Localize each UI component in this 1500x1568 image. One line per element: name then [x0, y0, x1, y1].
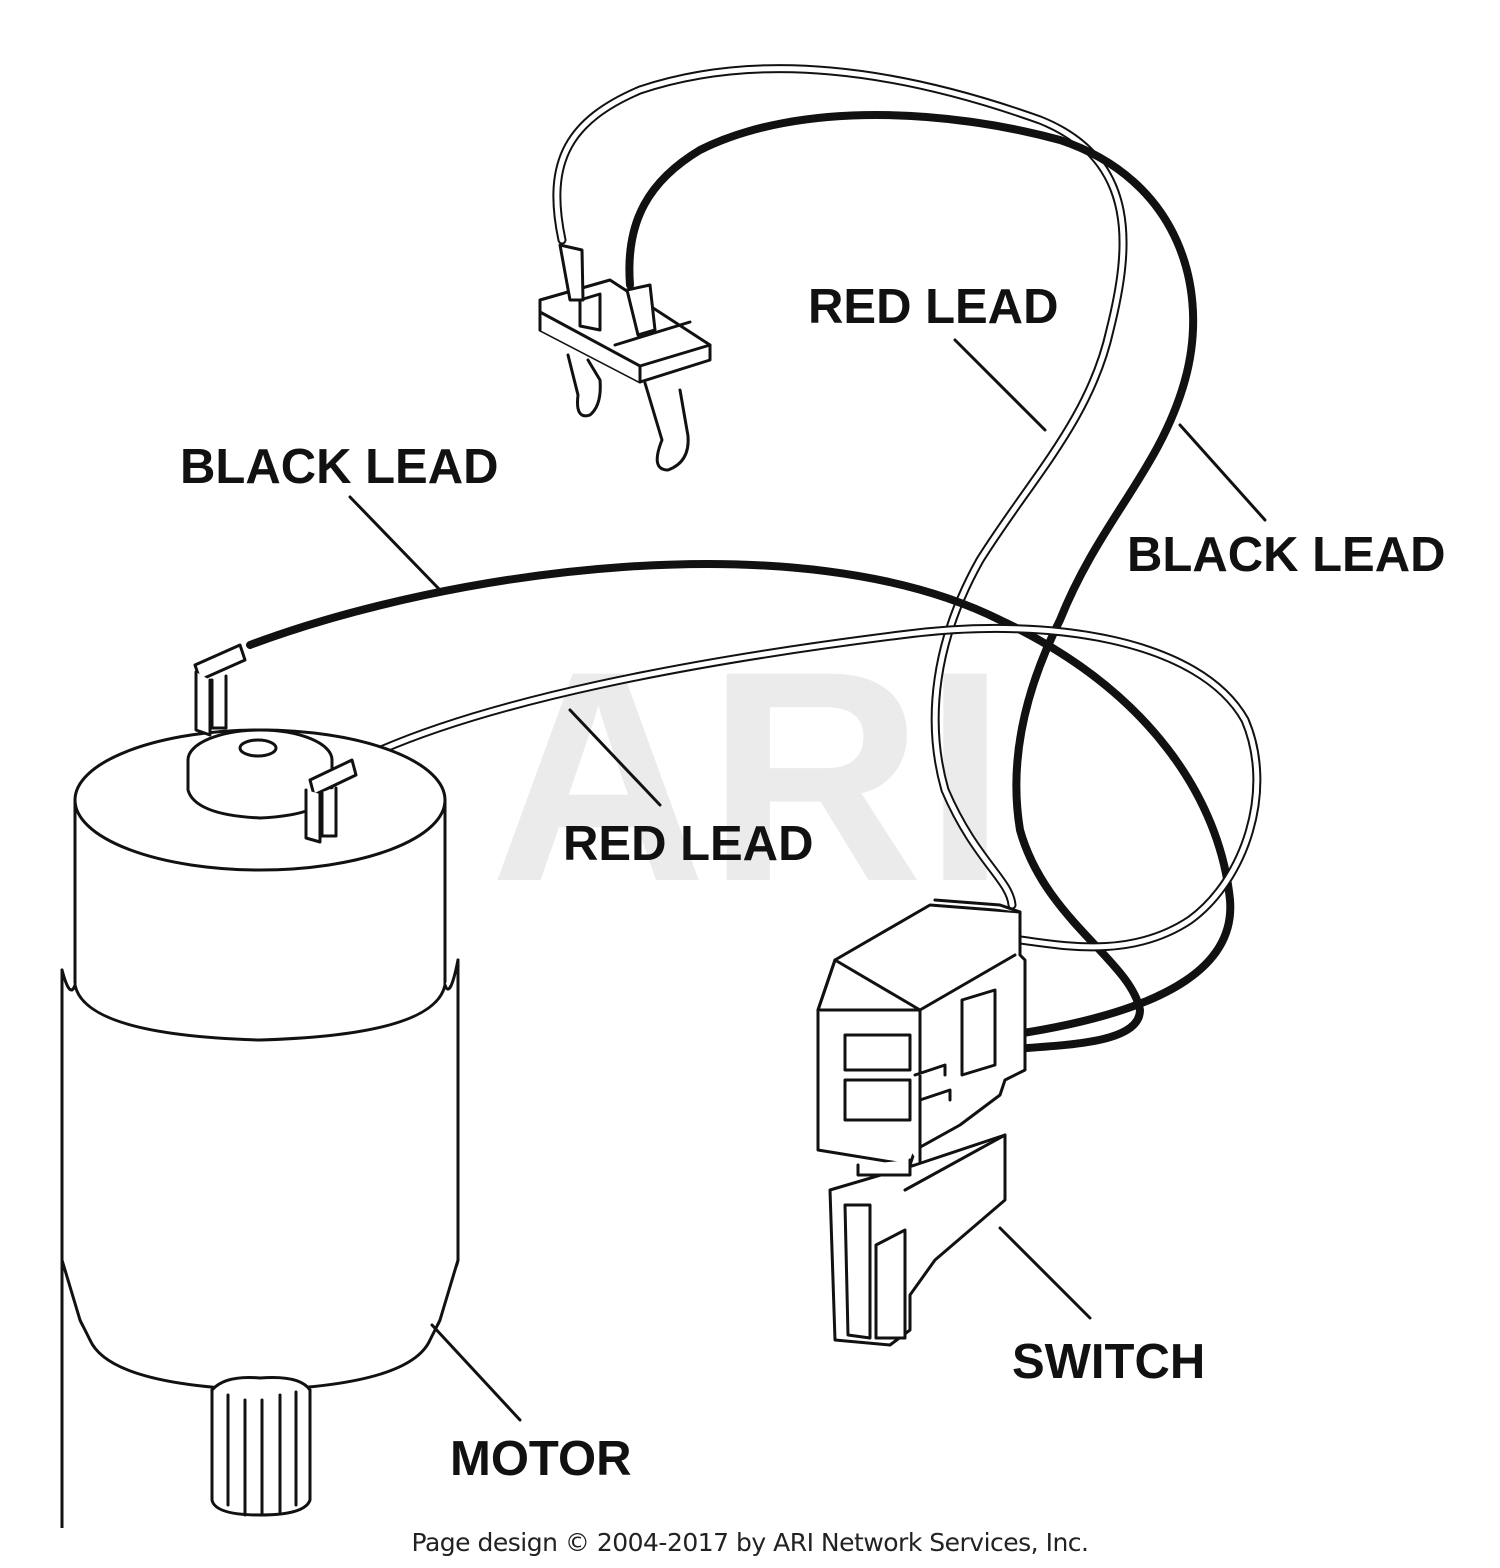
red-lead-wire-lower: [350, 623, 1262, 952]
switch-body: [816, 898, 1027, 1347]
label-motor: MOTOR: [450, 1432, 631, 1486]
red-lead-wire-upper: [552, 64, 1128, 910]
leader-lines: [348, 338, 1267, 1422]
leader-black-lead-right: [1178, 423, 1267, 522]
connector-plug: [538, 243, 712, 472]
leader-motor: [430, 1323, 522, 1422]
leader-red-lead-top: [953, 338, 1047, 432]
watermark: ARI: [490, 608, 1007, 944]
black-lead-wire-upper: [625, 111, 1198, 1054]
black-lead-wire-lower: [246, 560, 1235, 1039]
label-red-lead-mid: RED LEAD: [563, 817, 813, 871]
label-red-lead-top: RED LEAD: [808, 280, 1058, 334]
label-black-lead-left: BLACK LEAD: [180, 440, 498, 494]
leader-switch: [998, 1226, 1092, 1320]
label-switch: SWITCH: [1012, 1335, 1205, 1389]
label-black-lead-right: BLACK LEAD: [1127, 528, 1445, 582]
motor-body: [60, 643, 460, 1528]
leader-red-lead-mid: [568, 708, 662, 807]
leader-black-lead-left: [348, 495, 442, 592]
copyright-footer: Page design © 2004-2017 by ARI Network S…: [411, 1528, 1089, 1557]
wiring-diagram-svg: ARI: [60, 64, 1445, 1528]
